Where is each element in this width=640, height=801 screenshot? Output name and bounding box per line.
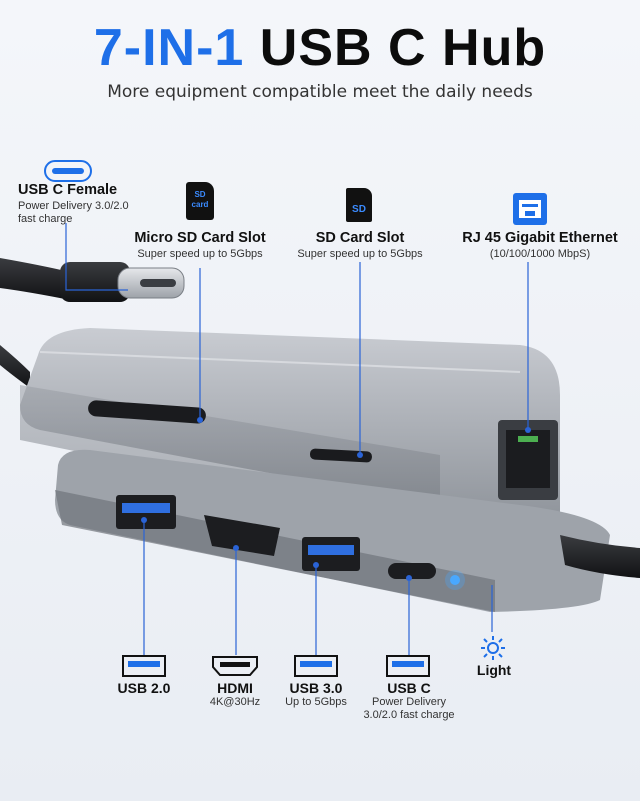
ethernet-port-icon <box>513 193 547 225</box>
usb-2-label: USB 2.0 <box>117 680 171 696</box>
sd-card-label: SD Card Slot Super speed up to 5Gbps <box>297 230 423 260</box>
sd-card-icon: SD <box>346 188 372 222</box>
ethernet-label: RJ 45 Gigabit Ethernet (10/100/1000 MbpS… <box>462 230 618 260</box>
light-icon <box>481 636 505 660</box>
usb-2-icon <box>122 655 166 677</box>
hdmi-icon <box>212 656 258 676</box>
usb-3-label: USB 3.0 Up to 5Gbps <box>285 680 347 708</box>
title-main: USB C Hub <box>259 19 547 77</box>
light-label: Light <box>476 662 512 678</box>
usb-c-icon <box>386 655 430 677</box>
title-accent: 7-IN-1 <box>93 19 245 77</box>
usb-c-cable <box>0 258 185 388</box>
hdmi-label: HDMI 4K@30Hz <box>209 680 261 708</box>
usb-c-port-icon <box>44 160 92 182</box>
leader-lines <box>65 223 529 655</box>
page-title: 7-IN-1 USB C Hub <box>0 18 640 78</box>
usb-c-label: USB C Power Delivery 3.0/2.0 fast charge <box>363 680 455 721</box>
hub-lower-body <box>55 449 640 612</box>
page-subtitle: More equipment compatible meet the daily… <box>107 82 533 102</box>
usb-3-icon <box>294 655 338 677</box>
micro-sd-card-icon: SD card <box>186 182 214 220</box>
usb-c-female-label: USB C Female Power Delivery 3.0/2.0 fast… <box>18 182 129 225</box>
micro-sd-label: Micro SD Card Slot Super speed up to 5Gb… <box>134 230 266 260</box>
